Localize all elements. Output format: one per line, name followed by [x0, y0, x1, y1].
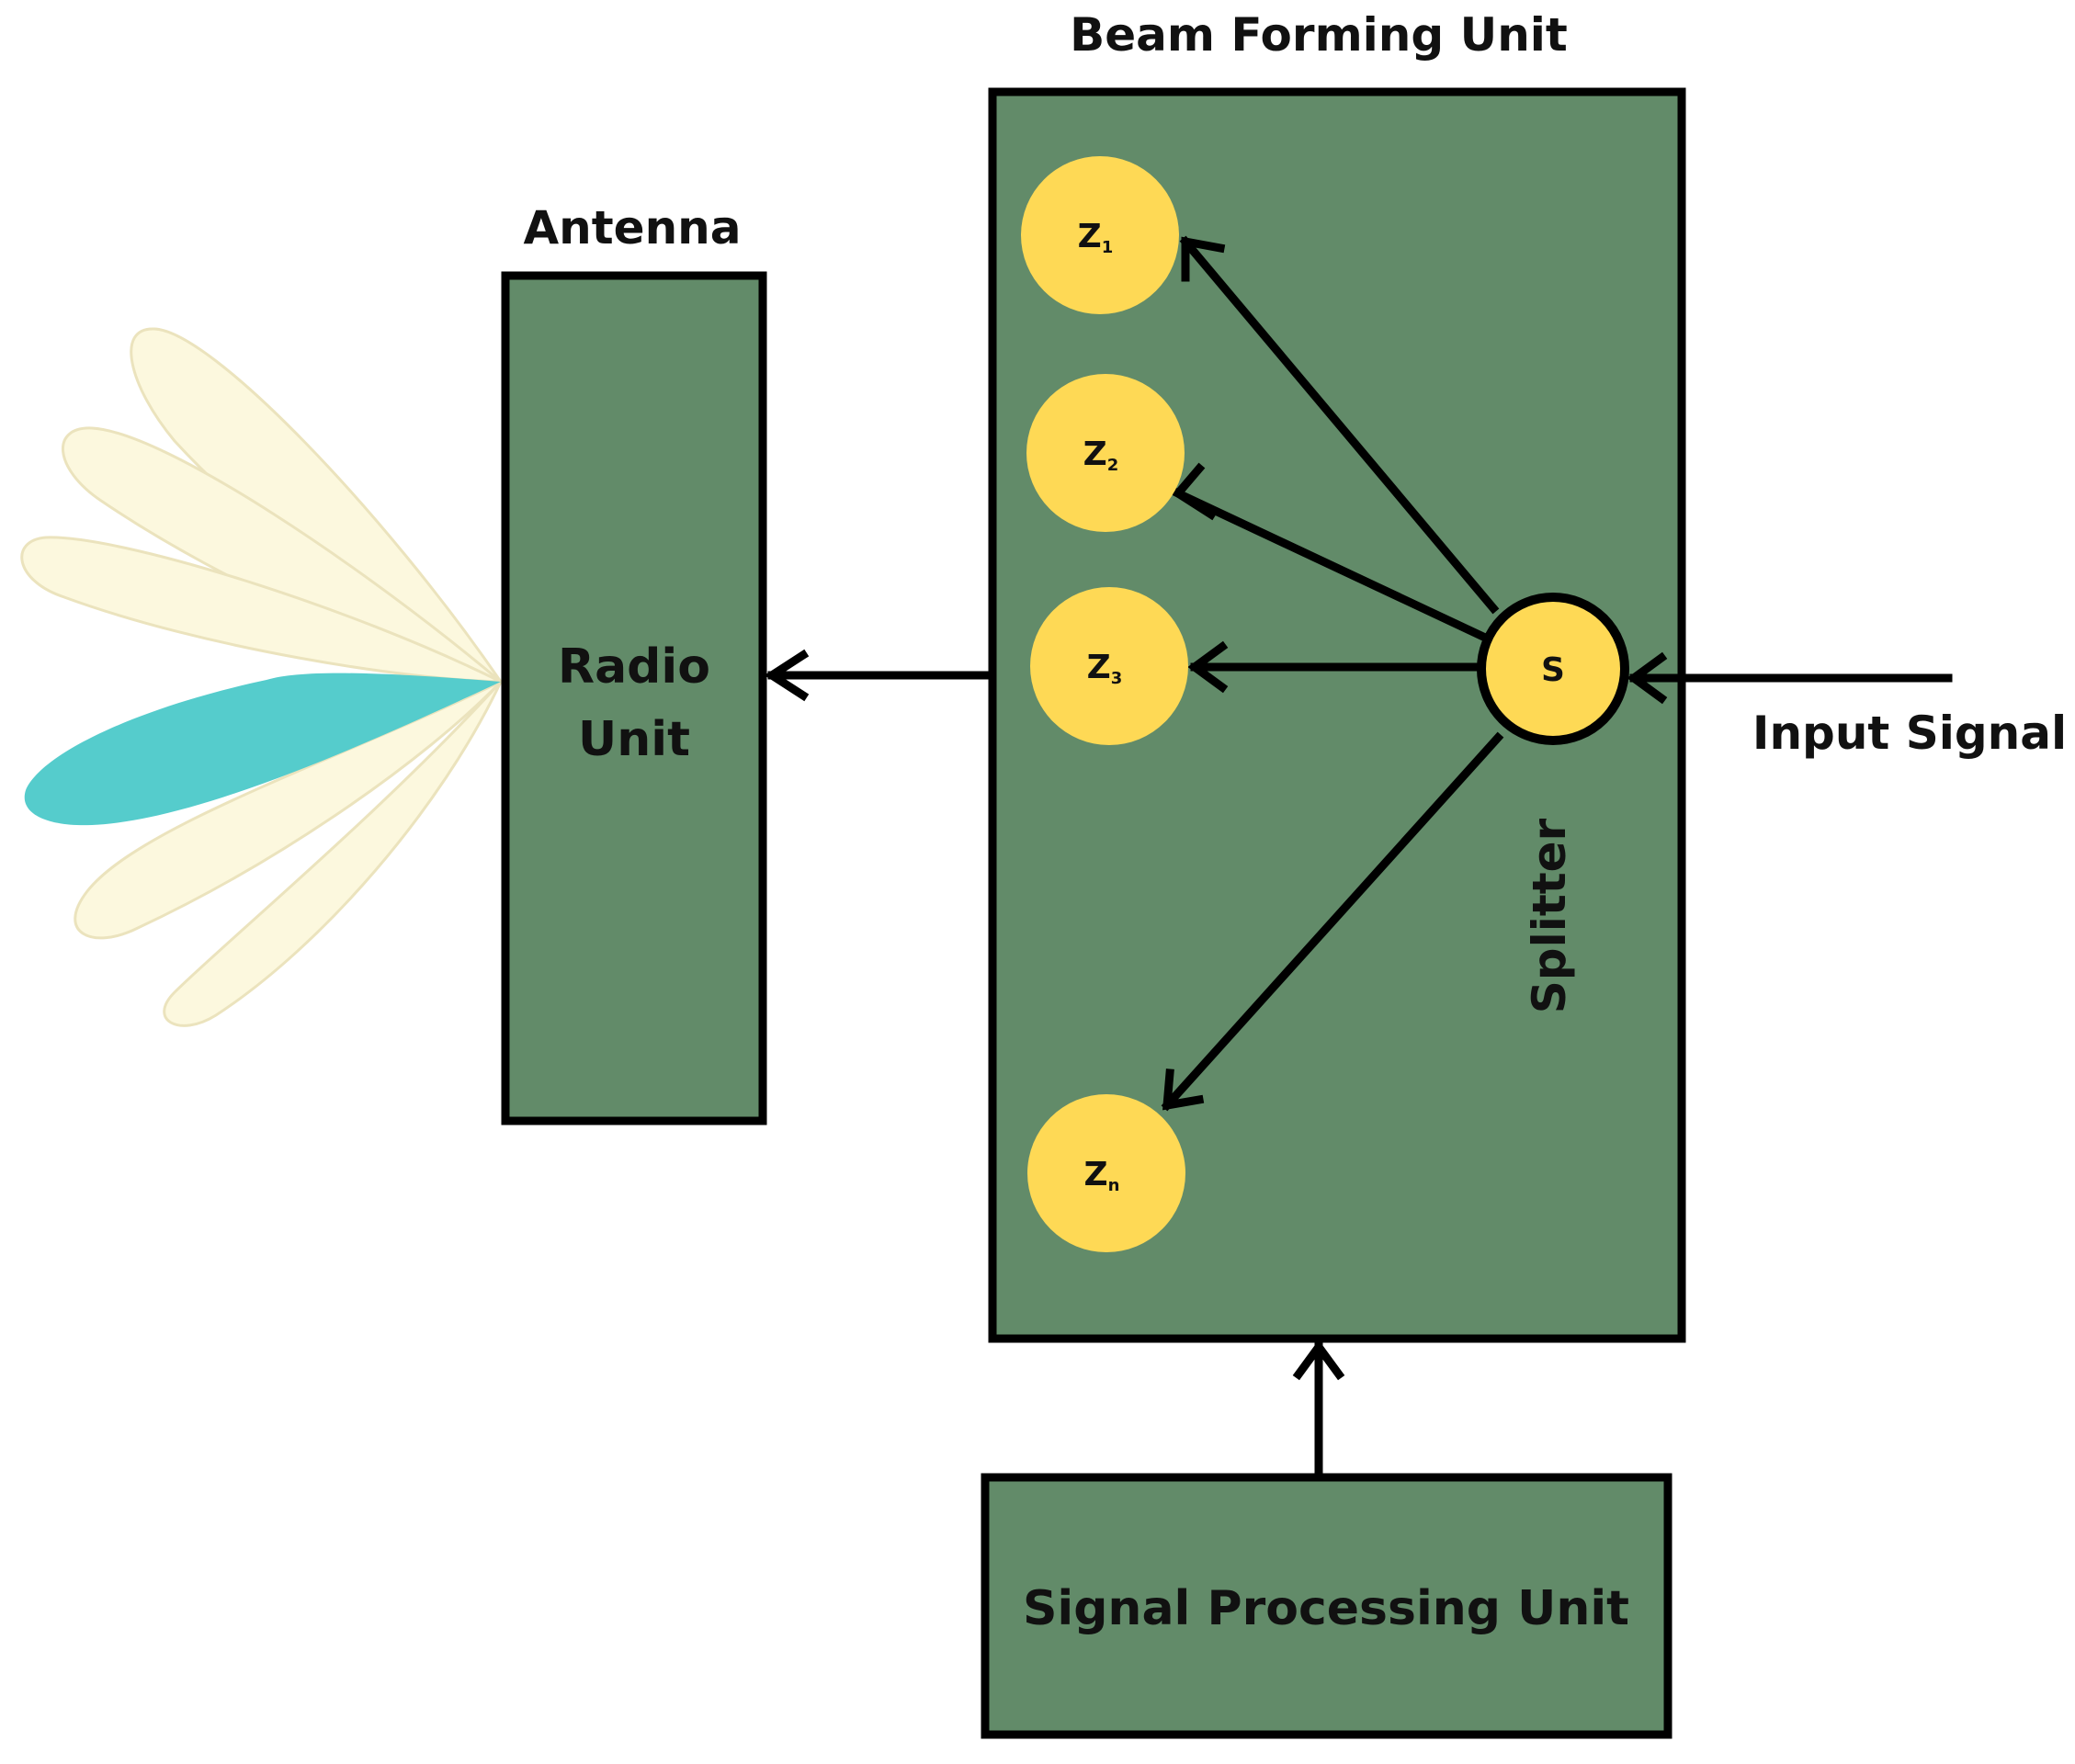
splitter-node: S [1477, 593, 1629, 745]
splitter-to-z1-arrow [1179, 235, 1500, 615]
input-arrowhead [1627, 651, 1668, 705]
z3-arrowhead [1187, 640, 1229, 694]
splitter-to-zn-arrow [1161, 731, 1504, 1112]
svg-text:Zn: Zn [1084, 1156, 1120, 1195]
radio-unit-label-line2: Unit [578, 712, 690, 767]
svg-text:Z3: Z3 [1087, 649, 1123, 688]
z3-letter: Z [1087, 649, 1111, 686]
splitter-label: Splitter [1523, 818, 1576, 1013]
antenna-title: Antenna [523, 201, 741, 254]
z1-node: Z1 [1021, 156, 1179, 314]
signal-processing-unit-label: Signal Processing Unit [1023, 1581, 1629, 1636]
z2-arrowhead [1172, 462, 1218, 521]
svg-text:Z2: Z2 [1083, 435, 1119, 475]
z2-subscript: 2 [1107, 456, 1119, 475]
z2-node: Z2 [1026, 374, 1185, 532]
splitter-to-z2-arrow [1173, 488, 1487, 641]
zn-letter: Z [1084, 1156, 1108, 1193]
side-lobe-upper-3 [20, 536, 502, 684]
side-lobe-lower-2 [163, 680, 503, 1027]
beam-forming-unit-title: Beam Forming Unit [1070, 8, 1568, 62]
radiation-pattern [20, 327, 505, 1027]
zn-subscript: n [1108, 1176, 1120, 1195]
connections [764, 235, 1953, 1482]
z2-letter: Z [1083, 435, 1107, 473]
radio-unit-box: Radio Unit [501, 271, 767, 1125]
radio-arrowhead [764, 649, 810, 702]
zn-arrowhead [1162, 1069, 1205, 1111]
main-lobe [24, 673, 501, 826]
z1-subscript: 1 [1102, 238, 1114, 257]
z3-node: Z3 [1030, 587, 1188, 745]
z3-subscript: 3 [1111, 669, 1123, 688]
bfu-arrowhead [1292, 1340, 1345, 1381]
signal-processing-unit-box: Signal Processing Unit [981, 1473, 1672, 1739]
input-signal-label: Input Signal [1752, 707, 2067, 760]
svg-text:Z1: Z1 [1078, 218, 1114, 257]
zn-node: Zn [1027, 1094, 1185, 1252]
side-lobe-lower-1 [74, 680, 503, 940]
splitter-letter: S [1541, 651, 1565, 689]
z1-arrowhead [1181, 236, 1226, 282]
z1-letter: Z [1078, 218, 1102, 255]
radio-unit-label-line1: Radio [558, 639, 710, 695]
